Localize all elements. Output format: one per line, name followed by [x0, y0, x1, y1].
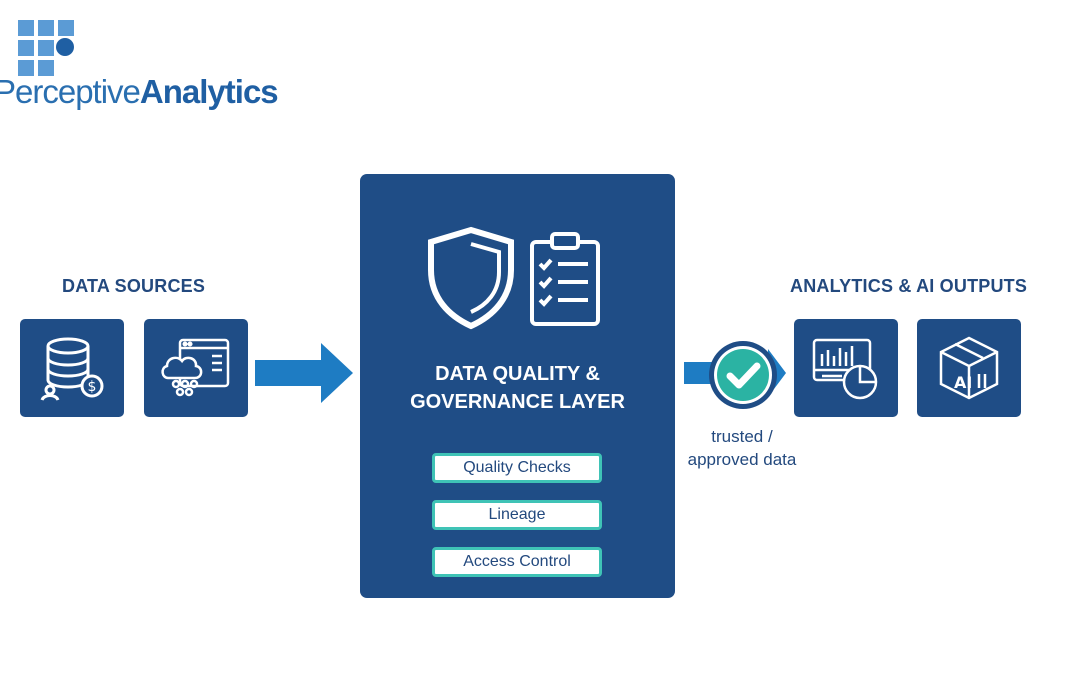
quality-checks-pill: Quality Checks: [432, 453, 602, 483]
cloud-network-icon: [161, 338, 230, 397]
checkmark-icon: [709, 341, 777, 409]
access-control-pill: Access Control: [432, 547, 602, 577]
trusted-caption-line1: trusted /: [711, 427, 773, 446]
arrow-right-icon: [255, 343, 353, 403]
governance-panel: DATA QUALITY & GOVERNANCE LAYER Quality …: [360, 174, 675, 598]
database-dollar-icon: $: [40, 337, 104, 401]
cloud-network-tile: [144, 319, 248, 417]
clipboard-checklist-icon: [530, 232, 600, 326]
trusted-data-caption: trusted / approved data: [672, 425, 812, 471]
trusted-caption-line2: approved data: [687, 450, 797, 469]
logo-word-regular: Perceptive: [0, 73, 141, 110]
database-tile: $: [20, 319, 124, 417]
analytics-outputs-label: ANALYTICS & AI OUTPUTS: [790, 276, 1028, 296]
governance-title-line2: GOVERNANCE LAYER: [410, 391, 625, 413]
governance-title-line1: DATA QUALITY &: [435, 363, 600, 385]
governance-title: DATA QUALITY & GOVERNANCE LAYER: [360, 360, 675, 416]
logo-grid-icon: [18, 20, 74, 76]
logo-word-bold: Analytics: [139, 73, 279, 110]
svg-text:$: $: [88, 379, 97, 395]
shield-icon: [428, 226, 514, 330]
dashboard-chart-icon: [812, 338, 878, 400]
data-sources-label: DATA SOURCES: [62, 276, 206, 296]
lineage-pill: Lineage: [432, 500, 602, 530]
svg-text:AI: AI: [954, 373, 972, 392]
ai-cube-tile: AI: [917, 319, 1021, 417]
dashboard-chart-tile: [794, 319, 898, 417]
ai-cube-icon: AI: [939, 336, 999, 400]
logo-wordmark: PerceptiveAnalytics: [0, 72, 279, 112]
